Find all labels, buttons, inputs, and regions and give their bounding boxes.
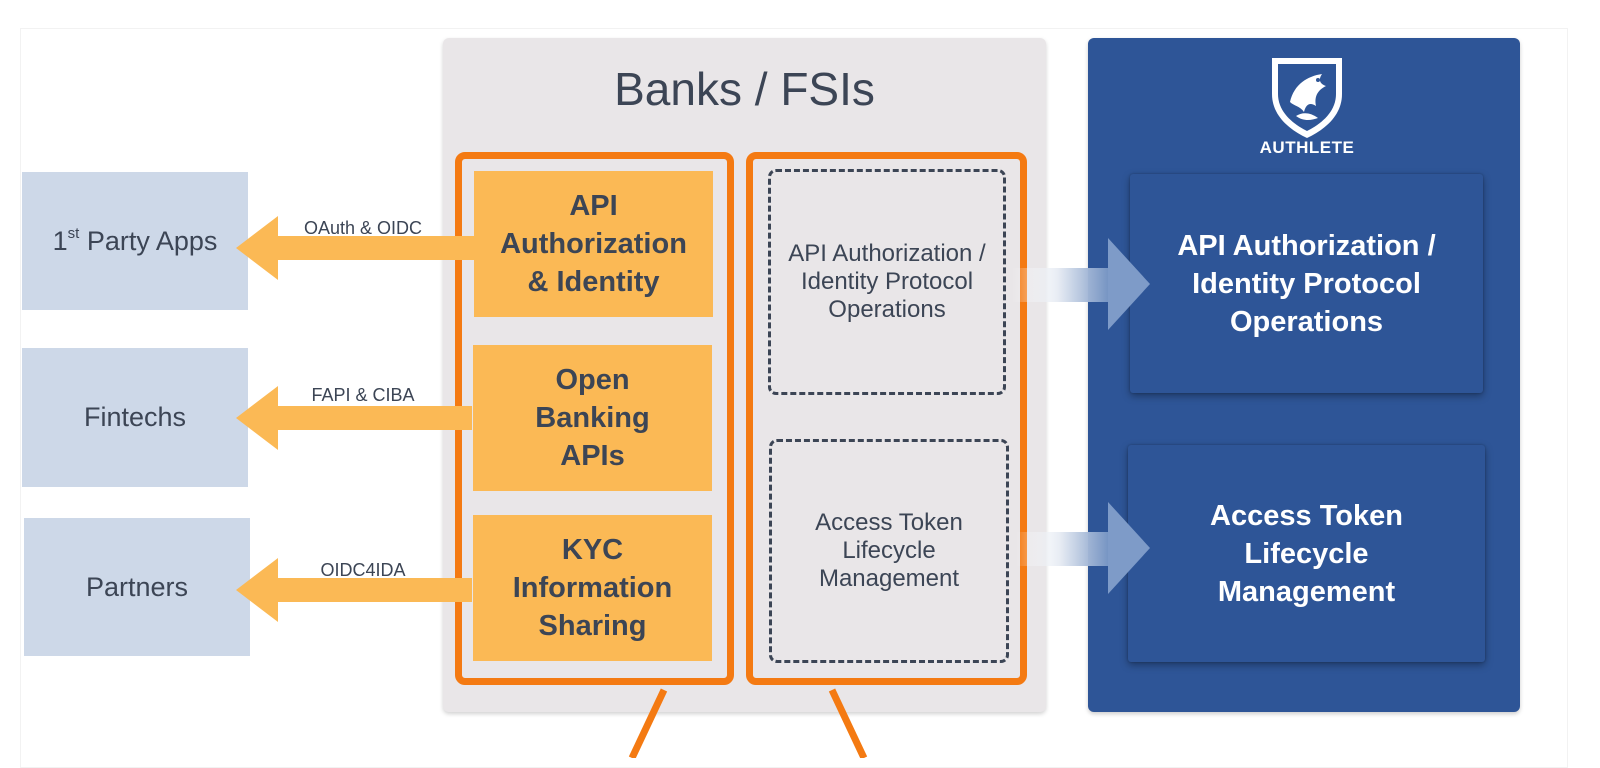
banks-title: Banks / FSIs — [614, 63, 875, 115]
service-box-kyc: KYC Information Sharing — [473, 515, 712, 661]
protocol-label-oidc4ida: OIDC4IDA — [320, 560, 406, 580]
service-label: API Authorization & Identity — [500, 190, 687, 298]
party-box-1st-party-apps: 1st Party Apps — [22, 172, 248, 310]
party-label: Fintechs — [83, 402, 187, 432]
service-label: Open Banking APIs — [535, 364, 650, 472]
delegated-frame — [746, 152, 1027, 685]
delegated-box-token-lifecycle: Access Token Lifecycle Management — [769, 439, 1009, 663]
party-box-partners: Partners — [24, 518, 250, 656]
party-label-rest: Party Apps — [79, 225, 218, 256]
authlete-box-token-lifecycle: Access Token Lifecycle Management — [1128, 445, 1485, 662]
party-label-superscript: st — [67, 224, 80, 242]
party-box-fintechs: Fintechs — [22, 348, 248, 487]
service-box-open-banking: Open Banking APIs — [473, 345, 712, 491]
authlete-logo-text: AUTHLETE — [1259, 138, 1355, 157]
party-label: Partners — [85, 571, 189, 602]
service-label: KYC Information Sharing — [512, 534, 673, 642]
delegated-label: Access Token Lifecycle Management — [815, 509, 963, 592]
protocol-label-fapi-ciba: FAPI & CIBA — [311, 385, 415, 405]
authlete-box-label: API Authorization / Identity Protocol Op… — [1177, 229, 1436, 338]
delegated-box-protocol-operations: API Authorization / Identity Protocol Op… — [768, 169, 1006, 395]
griffin-shield-logo-icon — [1272, 58, 1342, 138]
authlete-box-label: Access Token Lifecycle Management — [1210, 499, 1403, 608]
delegated-label: API Authorization / Identity Protocol Op… — [788, 240, 986, 323]
party-label: 1st Party Apps — [52, 224, 218, 257]
protocol-label-oauth-oidc: OAuth & OIDC — [303, 218, 423, 238]
party-label-prefix: 1 — [52, 225, 68, 256]
authlete-box-protocol-operations: API Authorization / Identity Protocol Op… — [1130, 174, 1483, 393]
service-box-api-authorization: API Authorization & Identity — [474, 171, 713, 317]
